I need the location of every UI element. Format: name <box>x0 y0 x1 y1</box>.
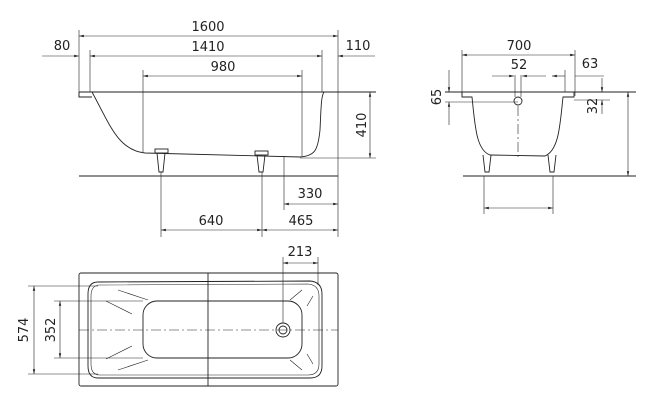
left-flange <box>78 92 92 98</box>
side-view: 1600 80 1410 110 980 410 330 <box>42 20 376 237</box>
dim-inner-length: 1410 <box>191 40 224 55</box>
tub-bottom <box>142 300 303 359</box>
end-feet <box>482 154 557 173</box>
dim-width: 700 <box>507 39 532 54</box>
dim-left-rim: 80 <box>54 39 71 54</box>
tub-end-profile <box>461 92 575 157</box>
dim-bottom-length: 980 <box>211 60 236 75</box>
dim-inner-width: 574 <box>17 318 32 343</box>
dim-drain-from-end: 213 <box>288 245 313 260</box>
dim-feet-spacing: 640 <box>199 214 224 229</box>
dim-height: 410 <box>355 113 370 138</box>
top-view: 213 574 352 <box>17 245 339 387</box>
outer-rim <box>78 272 339 387</box>
dim-bottom-width: 352 <box>44 318 59 343</box>
foot-left <box>154 148 169 173</box>
dim-right-rim: 110 <box>346 39 371 54</box>
inner-tub-outline <box>87 280 323 379</box>
dim-overall-length: 1600 <box>191 20 224 35</box>
dim-overflow-diameter: 52 <box>511 58 528 73</box>
tub-profile <box>91 91 325 158</box>
dim-overflow-depth: 65 <box>430 89 445 106</box>
dim-drain-offset: 330 <box>298 187 323 202</box>
drain-inner <box>278 325 288 335</box>
dim-rim-right: 63 <box>582 57 599 72</box>
dim-rim-height: 32 <box>586 98 601 115</box>
foot-right <box>254 150 269 173</box>
dim-foot-to-end: 465 <box>289 214 314 229</box>
end-view: 700 52 63 65 32 <box>430 39 636 214</box>
overflow-hole <box>513 96 523 106</box>
